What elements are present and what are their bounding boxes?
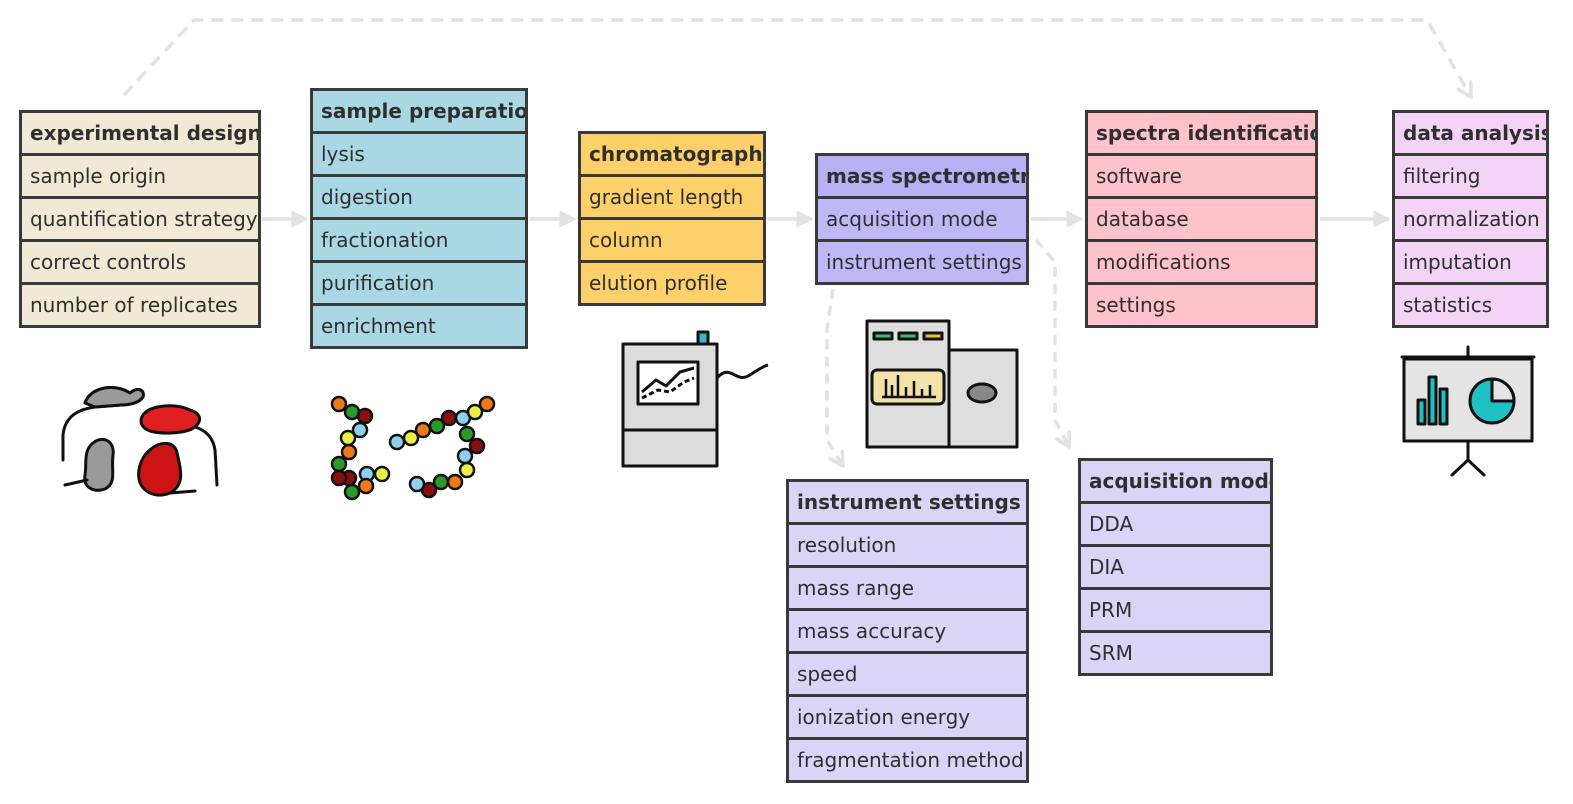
data-analysis-item: normalization bbox=[1395, 199, 1546, 239]
peptide-bead bbox=[468, 437, 486, 455]
peptide-bead bbox=[466, 403, 484, 421]
instrument-settings-item: resolution bbox=[789, 525, 1026, 565]
feedback-arrow bbox=[122, 18, 1471, 97]
spectra-identification-item: software bbox=[1088, 156, 1315, 196]
peptide-bead bbox=[458, 425, 476, 443]
peptide-bead bbox=[432, 473, 450, 491]
instrument-settings-box: instrument settings resolution mass rang… bbox=[786, 479, 1029, 783]
experimental-design-item: sample origin bbox=[22, 156, 258, 196]
instrument-settings-item: speed bbox=[789, 654, 1026, 694]
peptide-chains-icon bbox=[330, 395, 496, 501]
spectra-identification-item: settings bbox=[1088, 285, 1315, 325]
acquisition-mode-box: acquisition mode DDA DIA PRM SRM bbox=[1078, 458, 1273, 676]
mass-spectrometer-icon bbox=[865, 319, 1019, 449]
peptide-bead bbox=[388, 433, 406, 451]
instrument-settings-item: mass accuracy bbox=[789, 611, 1026, 651]
peptide-bead bbox=[356, 407, 374, 425]
chromatography-instrument-icon bbox=[621, 330, 769, 468]
data-analysis-title: data analysis bbox=[1395, 113, 1546, 153]
chromatography-box: chromatography gradient length column el… bbox=[578, 131, 766, 306]
mass-spectrometry-item: instrument settings bbox=[818, 242, 1026, 282]
mass-spectrometry-title: mass spectrometry bbox=[818, 156, 1026, 196]
data-analysis-box: data analysis filtering normalization im… bbox=[1392, 110, 1549, 328]
experimental-design-item: correct controls bbox=[22, 242, 258, 282]
chromatography-item: elution profile bbox=[581, 263, 763, 303]
peptide-bead bbox=[458, 461, 476, 479]
mice-icon bbox=[61, 386, 219, 497]
instrument-settings-title: instrument settings bbox=[789, 482, 1026, 522]
peptide-bead bbox=[340, 443, 358, 461]
peptide-bead bbox=[330, 469, 348, 487]
instrument-settings-item: mass range bbox=[789, 568, 1026, 608]
sample-preparation-item: enrichment bbox=[313, 306, 525, 346]
peptide-bead bbox=[330, 395, 348, 413]
acquisition-mode-item: DIA bbox=[1081, 547, 1270, 587]
peptide-bead bbox=[428, 417, 446, 435]
peptide-bead bbox=[402, 429, 420, 447]
peptide-bead bbox=[330, 455, 348, 473]
peptide-bead bbox=[414, 421, 432, 439]
dashed-arrow-ms-to-acquisition-mode bbox=[1034, 238, 1069, 447]
experimental-design-item: quantification strategy bbox=[22, 199, 258, 239]
peptide-bead bbox=[478, 395, 496, 413]
spectra-identification-item: modifications bbox=[1088, 242, 1315, 282]
chromatography-title: chromatography bbox=[581, 134, 763, 174]
chromatography-item: gradient length bbox=[581, 177, 763, 217]
acquisition-mode-item: PRM bbox=[1081, 590, 1270, 630]
data-analysis-item: imputation bbox=[1395, 242, 1546, 282]
acquisition-mode-item: SRM bbox=[1081, 633, 1270, 673]
acquisition-mode-title: acquisition mode bbox=[1081, 461, 1270, 501]
dashed-arrow-ms-to-instrument-settings bbox=[825, 288, 843, 466]
spectra-identification-item: database bbox=[1088, 199, 1315, 239]
data-analysis-item: statistics bbox=[1395, 285, 1546, 325]
sample-preparation-item: lysis bbox=[313, 134, 525, 174]
sample-preparation-box: sample preparation lysis digestion fract… bbox=[310, 88, 528, 349]
spectra-identification-box: spectra identification software database… bbox=[1085, 110, 1318, 328]
sample-preparation-item: digestion bbox=[313, 177, 525, 217]
instrument-settings-item: ionization energy bbox=[789, 697, 1026, 737]
sample-preparation-title: sample preparation bbox=[313, 91, 525, 131]
experimental-design-title: experimental design bbox=[22, 113, 258, 153]
peptide-bead bbox=[343, 483, 361, 501]
experimental-design-item: number of replicates bbox=[22, 285, 258, 325]
peptide-bead bbox=[351, 421, 369, 439]
peptide-bead bbox=[446, 473, 464, 491]
instrument-settings-item: fragmentation method bbox=[789, 740, 1026, 780]
presentation-board-icon bbox=[1400, 345, 1536, 477]
mass-spectrometry-item: acquisition mode bbox=[818, 199, 1026, 239]
spectra-identification-title: spectra identification bbox=[1088, 113, 1315, 153]
peptide-bead bbox=[408, 475, 426, 493]
sample-preparation-item: fractionation bbox=[313, 220, 525, 260]
peptide-bead bbox=[339, 429, 357, 447]
sample-preparation-item: purification bbox=[313, 263, 525, 303]
peptide-bead bbox=[440, 409, 458, 427]
peptide-bead bbox=[456, 447, 474, 465]
acquisition-mode-item: DDA bbox=[1081, 504, 1270, 544]
experimental-design-box: experimental design sample origin quanti… bbox=[19, 110, 261, 328]
mass-spectrometry-box: mass spectrometry acquisition mode instr… bbox=[815, 153, 1029, 285]
chromatography-item: column bbox=[581, 220, 763, 260]
peptide-bead bbox=[357, 477, 375, 495]
peptide-bead bbox=[373, 465, 391, 483]
data-analysis-item: filtering bbox=[1395, 156, 1546, 196]
